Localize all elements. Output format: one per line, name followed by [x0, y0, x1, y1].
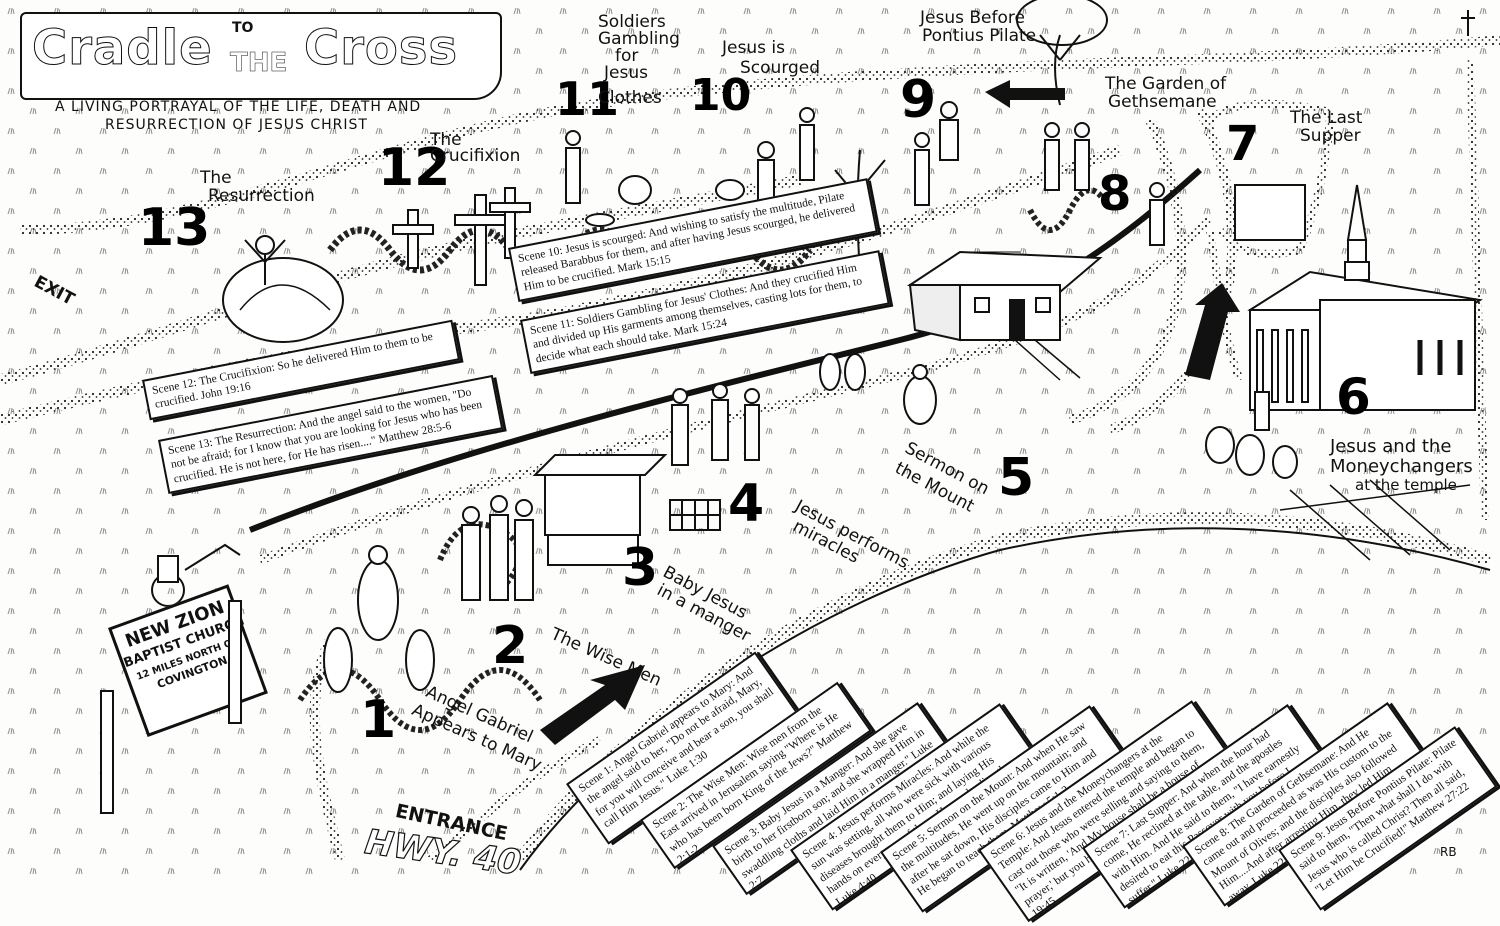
supper-room — [1207, 99, 1335, 258]
station-number-5: 5 — [998, 448, 1035, 508]
scene-figures — [151, 101, 1298, 693]
church — [1247, 184, 1483, 411]
arrow-temple — [1185, 283, 1240, 380]
station-label-6-line3: at the temple — [1355, 476, 1457, 494]
station-label-7-line1: The Last — [1290, 108, 1363, 128]
station-label-11-line1: Soldiers — [598, 12, 666, 32]
exit-road-upper — [0, 174, 802, 386]
subtitle-line1: A LIVING PORTRAYAL OF THE LIFE, DEATH AN… — [55, 99, 422, 115]
station-label-9-line1: Jesus Before — [920, 8, 1025, 28]
station-label-9-line2: Pontius Pilate — [922, 26, 1037, 46]
title-the: THE — [230, 48, 288, 79]
title-cross: Cross — [303, 20, 459, 77]
station-label-12-line2: Crucifixion — [430, 146, 521, 166]
station-label-6-line1: Jesus and the — [1330, 436, 1452, 457]
title-to: TO — [232, 20, 254, 36]
manger-shed — [532, 454, 721, 566]
artist-initials: RB — [1440, 845, 1457, 859]
station-number-2: 2 — [492, 616, 529, 676]
subtitle-line2: RESURRECTION OF JESUS CHRIST — [105, 117, 368, 133]
station-number-10: 10 — [690, 70, 752, 121]
station-number-7: 7 — [1226, 116, 1260, 172]
station-label-13-line2: Resurrection — [208, 186, 315, 206]
station-label-11-line2: Gambling — [598, 29, 680, 49]
station-number-6: 6 — [1336, 368, 1371, 426]
station-number-13: 13 — [138, 198, 211, 258]
entrance-road — [309, 637, 345, 862]
garden-path — [1068, 117, 1186, 425]
station-label-11-line5: Clothes — [598, 88, 662, 108]
station-number-9: 9 — [900, 70, 937, 130]
station-number-11: 11 — [555, 72, 620, 126]
arrow-pilate — [985, 80, 1065, 108]
title-banner: Cradle TO THE Cross — [20, 12, 502, 100]
station-number-4: 4 — [728, 474, 765, 534]
station-label-13-line1: The — [200, 168, 232, 188]
station-number-8: 8 — [1098, 166, 1132, 222]
title-cradle: Cradle — [32, 20, 213, 77]
station-number-1: 1 — [360, 690, 397, 750]
station-label-11-line3: for — [615, 46, 639, 66]
station-label-12-line1: The — [430, 130, 462, 150]
station-label-8-line2: Gethsemane — [1108, 92, 1217, 112]
crosses — [392, 187, 531, 286]
station-label-8-line1: The Garden of — [1105, 74, 1227, 94]
station-number-12: 12 — [378, 138, 451, 198]
arrow-entrance — [540, 665, 645, 745]
sign-post-left — [100, 690, 114, 814]
station-label-10-line2: Scourged — [740, 58, 821, 78]
tomb — [222, 257, 344, 343]
barn — [906, 250, 1103, 342]
top-road — [19, 35, 1500, 235]
sign-post-right — [228, 600, 242, 724]
station-label-7-line2: Supper — [1300, 126, 1361, 146]
station-label-6-line2: Moneychangers — [1330, 456, 1473, 477]
station-label-10-line1: Jesus is — [722, 38, 785, 58]
station-label-11-line4: Jesus — [604, 63, 648, 83]
station-number-3: 3 — [622, 538, 659, 598]
